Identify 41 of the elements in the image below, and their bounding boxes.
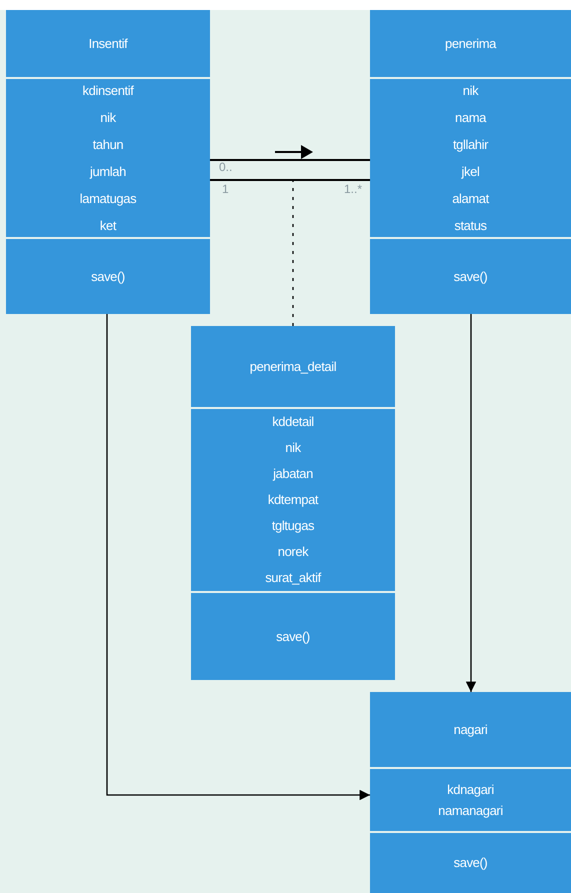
attribute-text: tahun xyxy=(92,136,124,154)
attribute-text: kddetail xyxy=(272,413,314,431)
attribute-text: nik xyxy=(462,82,478,100)
attribute-text: jkel xyxy=(462,163,480,181)
association-line xyxy=(210,179,370,181)
method-text: save() xyxy=(454,268,488,284)
class-box xyxy=(370,10,571,314)
attribute-text: jumlah xyxy=(90,163,126,181)
multiplicity-label: 1..* xyxy=(344,182,362,196)
attribute-text: status xyxy=(454,217,487,235)
attribute-text: tgllahir xyxy=(452,136,488,154)
class-box xyxy=(191,326,395,680)
attribute-text: norek xyxy=(278,543,308,561)
association-line xyxy=(210,159,370,161)
attribute-text: nik xyxy=(100,109,116,127)
attribute-text: ket xyxy=(100,217,116,235)
attribute-text: nama xyxy=(455,109,486,127)
class-name: nagari xyxy=(454,722,488,738)
attribute-text: jabatan xyxy=(273,465,313,483)
class-box xyxy=(370,692,571,893)
class-box xyxy=(6,10,210,314)
dashed-line xyxy=(292,180,294,326)
multiplicity-label: 0.. xyxy=(219,160,232,174)
method-text: save() xyxy=(454,855,488,871)
attribute-text: namanagari xyxy=(438,802,503,820)
multiplicity-label: 1 xyxy=(222,182,229,196)
attribute-text: kdtempat xyxy=(268,491,318,509)
arrow xyxy=(106,314,370,800)
attribute-text: lamatugas xyxy=(80,190,136,208)
arrow xyxy=(466,314,476,692)
class-name: penerima_detail xyxy=(250,358,336,374)
attribute-text: kdnagari xyxy=(447,781,494,799)
attribute-text: nik xyxy=(285,439,301,457)
method-text: save() xyxy=(276,628,310,644)
attribute-text: surat_aktif xyxy=(265,569,321,587)
attribute-text: tgltugas xyxy=(272,517,314,535)
class-name: Insentif xyxy=(88,36,128,52)
attribute-text: alamat xyxy=(452,190,489,208)
method-text: save() xyxy=(91,268,125,284)
attribute-text: kdinsentif xyxy=(82,82,134,100)
class-name: penerima xyxy=(445,36,496,52)
